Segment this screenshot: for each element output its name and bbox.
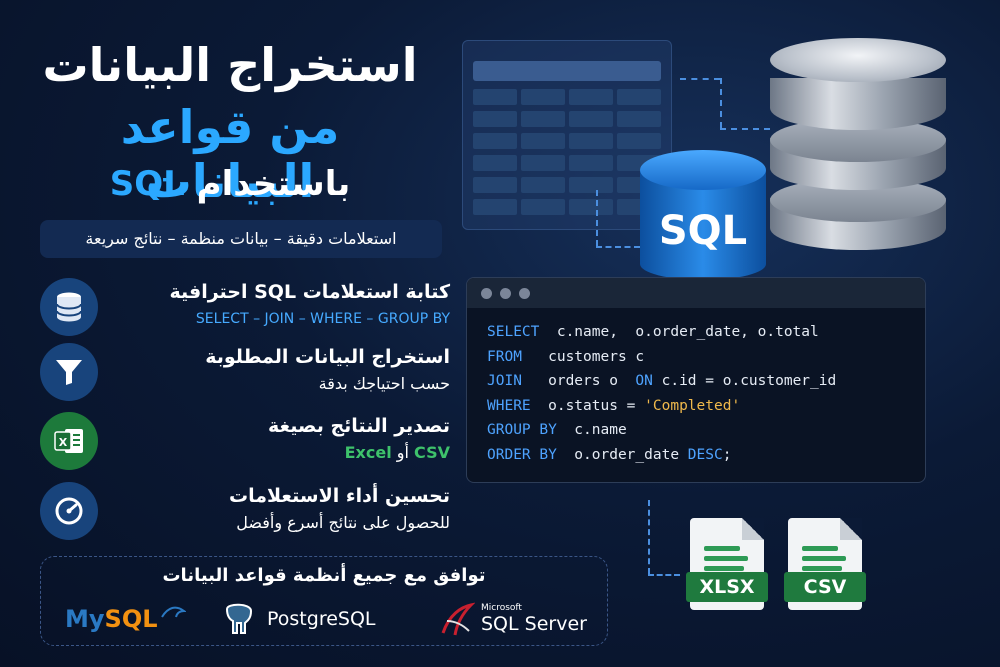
code-text: o.order_date xyxy=(556,446,688,463)
feature-subtitle: CSV أو Excel xyxy=(112,440,450,466)
excel-text: Excel xyxy=(344,443,392,462)
sql-code: SELECT c.name, o.order_date, o.total FRO… xyxy=(467,308,925,468)
title-sql: SQL xyxy=(109,164,185,204)
feature-title: تحسين أداء الاستعلامات xyxy=(229,485,450,507)
feature-subtitle: حسب احتياجك بدقة xyxy=(318,374,450,393)
feature-title: تصدير النتائج بصيغة xyxy=(268,415,450,437)
feature-title: استخراج البيانات المطلوبة xyxy=(205,346,450,368)
code-text: o.status = xyxy=(530,397,645,414)
excel-icon: X xyxy=(40,412,98,470)
title-prefix: باستخدام xyxy=(196,164,351,204)
code-window: SELECT c.name, o.order_date, o.total FRO… xyxy=(466,277,926,483)
title-line-1: استخراج البيانات xyxy=(42,38,418,92)
code-keyword: DESC xyxy=(687,446,723,463)
csv-text: CSV xyxy=(414,443,450,462)
elephant-icon xyxy=(225,603,253,634)
code-text: customers c xyxy=(521,348,645,365)
feature-sql-queries: كتابة استعلامات SQL احترافية SELECT – JO… xyxy=(40,278,450,338)
xlsx-file-icon: XLSX xyxy=(686,518,768,610)
connector-line xyxy=(596,246,640,248)
mysql-my: My xyxy=(65,605,105,633)
svg-text:X: X xyxy=(59,436,68,449)
connector-line xyxy=(596,190,598,246)
code-keyword: ORDER BY xyxy=(487,446,557,463)
code-text: c.name xyxy=(556,422,627,439)
speedometer-icon xyxy=(40,482,98,540)
feature-export: X تصدير النتائج بصيغة CSV أو Excel xyxy=(40,412,450,472)
code-text: ; xyxy=(722,446,732,463)
connector-line xyxy=(720,78,722,128)
title-line-3: باستخدام SQL xyxy=(30,164,430,204)
window-dot-icon xyxy=(519,287,530,299)
postgresql-text: PostgreSQL xyxy=(267,608,376,630)
window-dot-icon xyxy=(481,287,492,299)
connector-line xyxy=(680,78,720,80)
funnel-icon xyxy=(40,343,98,401)
code-text: c.id = o.customer_id xyxy=(652,373,837,390)
sql-label: SQL xyxy=(658,208,748,254)
or-text: أو xyxy=(396,443,409,462)
code-keyword: GROUP BY xyxy=(487,422,557,439)
feature-subtitle: SELECT – JOIN – WHERE – GROUP BY xyxy=(195,311,450,327)
connector-line xyxy=(720,128,770,130)
window-titlebar xyxy=(467,278,925,308)
postgresql-logo: PostgreSQL xyxy=(219,597,376,641)
feature-title: كتابة استعلامات SQL احترافية xyxy=(169,281,450,303)
sqlserver-icon xyxy=(441,602,475,636)
table-graphic xyxy=(462,40,672,230)
code-keyword: WHERE xyxy=(487,397,531,414)
mysql-sql: SQL xyxy=(104,605,158,633)
database-stack-icon xyxy=(770,38,946,258)
code-keyword: FROM xyxy=(487,348,522,365)
database-icon xyxy=(40,278,98,336)
code-keyword: SELECT xyxy=(487,324,540,340)
csv-file-icon: CSV xyxy=(784,518,866,610)
code-keyword: ON xyxy=(635,373,653,390)
compat-title: توافق مع جميع أنظمة قواعد البيانات xyxy=(162,565,486,586)
code-string: 'Completed' xyxy=(644,397,741,414)
connector-line xyxy=(648,500,650,574)
title-line-2: من قواعد البيانات xyxy=(120,100,340,208)
code-text: orders o xyxy=(521,373,636,390)
csv-label: CSV xyxy=(784,572,866,602)
feature-performance: تحسين أداء الاستعلامات للحصول على نتائج … xyxy=(40,482,450,542)
code-text: c.name, o.order_date, o.total xyxy=(539,324,819,340)
sqlserver-text: SQL Server xyxy=(481,613,587,635)
connector-line xyxy=(648,574,680,576)
sql-database-icon: SQL xyxy=(640,150,766,280)
feature-extract-data: استخراج البيانات المطلوبة حسب احتياجك بد… xyxy=(40,343,450,403)
tagline: استعلامات دقيقة – بيانات منظمة – نتائج س… xyxy=(40,220,442,258)
dolphin-icon xyxy=(160,606,186,618)
sqlserver-logo: Microsoft SQL Server xyxy=(439,597,587,641)
xlsx-label: XLSX xyxy=(686,572,768,602)
window-dot-icon xyxy=(500,287,511,299)
code-keyword: JOIN xyxy=(487,373,522,390)
microsoft-text: Microsoft xyxy=(481,603,522,613)
feature-subtitle: للحصول على نتائج أسرع وأفضل xyxy=(236,513,450,532)
